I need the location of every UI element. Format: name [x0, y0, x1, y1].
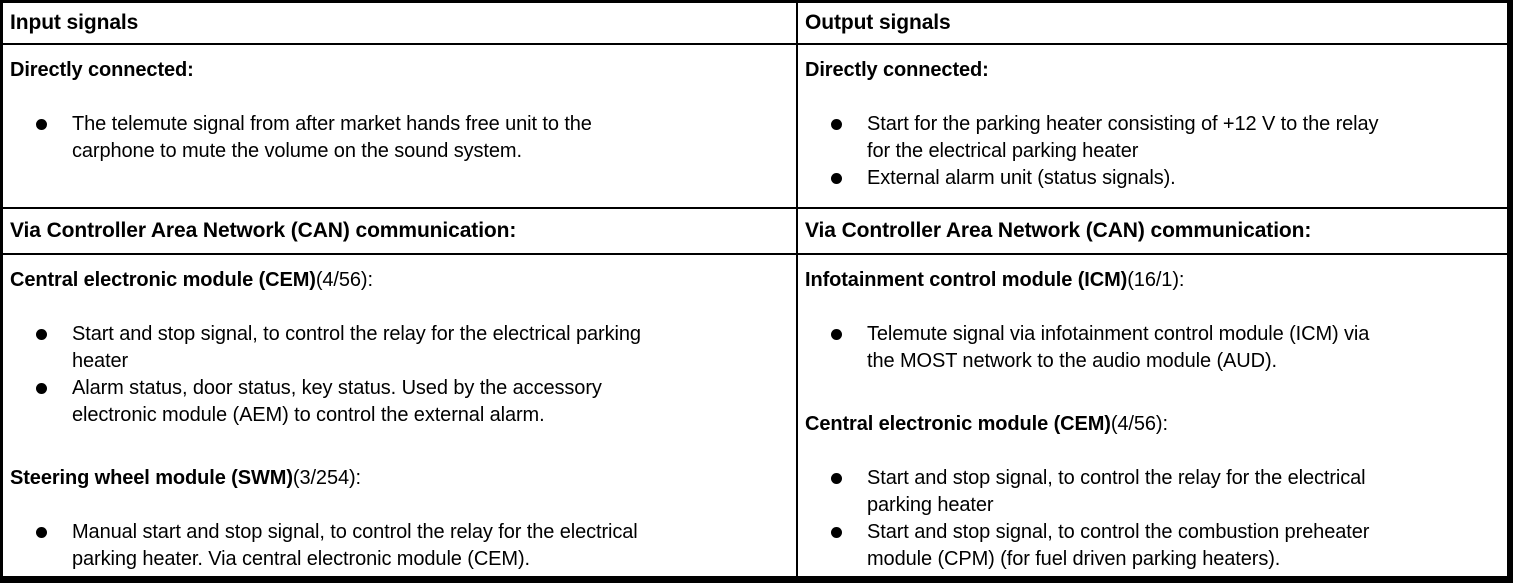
module-name: Central electronic module (CEM) — [805, 413, 1111, 435]
module-ref: (4/56): — [1110, 413, 1168, 435]
input-directly-connected-cell: Directly connected: The telemute signal … — [3, 43, 796, 207]
section-cem-module: Central electronic module (CEM)(4/56): S… — [805, 411, 1500, 573]
list-item: Alarm status, door status, key status. U… — [10, 375, 789, 429]
bullet-icon — [36, 383, 47, 394]
list-item: Start and stop signal, to control the re… — [805, 465, 1500, 519]
section-swm-module: Steering wheel module (SWM)(3/254): Manu… — [10, 465, 789, 573]
list-item-text: Start for the parking heater consisting … — [867, 113, 1379, 162]
section-directly-connected: Directly connected: The telemute signal … — [10, 57, 789, 165]
can-communication-heading: Via Controller Area Network (CAN) commun… — [10, 219, 517, 242]
module-ref: (3/254): — [292, 467, 362, 489]
section-heading: Directly connected: — [10, 59, 194, 81]
list-item-text: Start and stop signal, to control the co… — [867, 521, 1370, 570]
module-ref: (4/56): — [315, 269, 373, 291]
output-signals-header-cell: Output signals — [796, 3, 1507, 43]
list-item: External alarm unit (status signals). — [805, 165, 1500, 192]
bullet-icon — [36, 119, 47, 130]
list-item-text: Manual start and stop signal, to control… — [72, 521, 638, 570]
list-item: Start and stop signal, to control the re… — [10, 321, 789, 375]
list-item-text: Start and stop signal, to control the re… — [72, 323, 641, 372]
module-heading: Central electronic module (CEM)(4/56): — [805, 411, 1500, 438]
bullet-icon — [831, 119, 842, 130]
list-item-text: Telemute signal via infotainment control… — [867, 323, 1370, 372]
can-communication-heading: Via Controller Area Network (CAN) commun… — [805, 219, 1312, 242]
bullet-icon — [831, 329, 842, 340]
section-cem-module: Central electronic module (CEM)(4/56): S… — [10, 267, 789, 429]
bullet-icon — [36, 329, 47, 340]
output-can-heading-cell: Via Controller Area Network (CAN) commun… — [796, 207, 1507, 253]
input-can-modules-cell: Central electronic module (CEM)(4/56): S… — [3, 253, 796, 576]
bullet-list: Start and stop signal, to control the re… — [805, 465, 1500, 573]
module-name: Steering wheel module (SWM) — [10, 467, 293, 489]
module-heading: Infotainment control module (ICM)(16/1): — [805, 267, 1500, 294]
bullet-icon — [831, 527, 842, 538]
list-item-text: The telemute signal from after market ha… — [72, 113, 592, 162]
bullet-icon — [831, 473, 842, 484]
input-signals-header-cell: Input signals — [3, 3, 796, 43]
list-item: The telemute signal from after market ha… — [10, 111, 789, 165]
bullet-list: Manual start and stop signal, to control… — [10, 519, 789, 573]
list-item-text: Start and stop signal, to control the re… — [867, 467, 1366, 516]
module-ref: (16/1): — [1127, 269, 1185, 291]
list-item-text: Alarm status, door status, key status. U… — [72, 377, 602, 426]
bullet-list: Telemute signal via infotainment control… — [805, 321, 1500, 375]
bullet-list: The telemute signal from after market ha… — [10, 111, 789, 165]
list-item: Start and stop signal, to control the co… — [805, 519, 1500, 573]
module-name: Infotainment control module (ICM) — [805, 269, 1128, 291]
list-item-text: External alarm unit (status signals). — [867, 167, 1176, 189]
bullet-icon — [36, 527, 47, 538]
output-directly-connected-cell: Directly connected: Start for the parkin… — [796, 43, 1507, 207]
section-directly-connected: Directly connected: Start for the parkin… — [805, 57, 1500, 192]
module-name: Central electronic module (CEM) — [10, 269, 316, 291]
module-heading: Steering wheel module (SWM)(3/254): — [10, 465, 789, 492]
list-item: Manual start and stop signal, to control… — [10, 519, 789, 573]
output-signals-header: Output signals — [805, 11, 951, 34]
bullet-list: Start and stop signal, to control the re… — [10, 321, 789, 429]
section-icm-module: Infotainment control module (ICM)(16/1):… — [805, 267, 1500, 375]
input-signals-header: Input signals — [10, 11, 139, 34]
bullet-list: Start for the parking heater consisting … — [805, 111, 1500, 192]
list-item: Telemute signal via infotainment control… — [805, 321, 1500, 375]
list-item: Start for the parking heater consisting … — [805, 111, 1500, 165]
module-heading: Central electronic module (CEM)(4/56): — [10, 267, 789, 294]
bullet-icon — [831, 173, 842, 184]
input-can-heading-cell: Via Controller Area Network (CAN) commun… — [3, 207, 796, 253]
output-can-modules-cell: Infotainment control module (ICM)(16/1):… — [796, 253, 1507, 576]
section-heading: Directly connected: — [805, 59, 989, 81]
